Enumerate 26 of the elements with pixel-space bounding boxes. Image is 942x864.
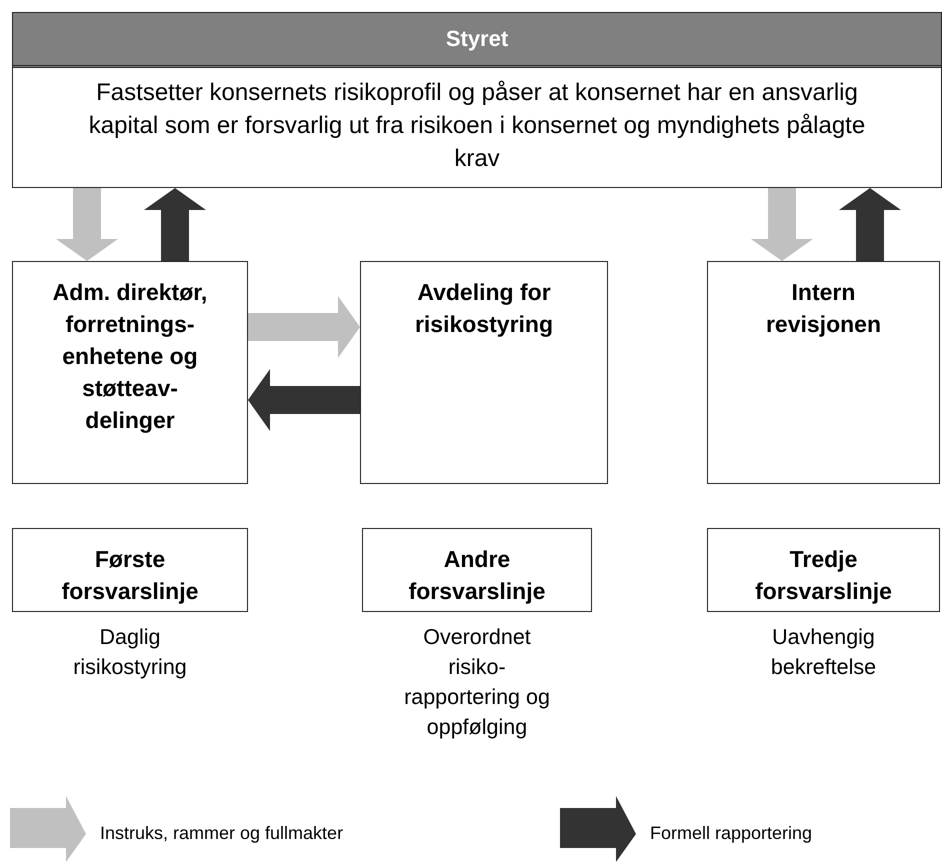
- box-title: Første forsvarslinje: [60, 545, 200, 606]
- box-caption: Daglig risikostyring: [72, 624, 188, 681]
- legend-label: Formell rapportering: [650, 822, 812, 844]
- box-title: Intern revisjonen: [764, 278, 882, 339]
- process-box: [707, 261, 940, 484]
- box-text: Fastsetter konsernets risikoprofil og påser at konsernet har en ansvarlig kapital som er forsvarlig ut fra risikoen i konsernet og myndighets pålagte krav: [88, 78, 866, 174]
- box-title: Tredje forsvarslinje: [754, 545, 893, 606]
- legend-label: Instruks, rammer og fullmakter: [100, 822, 344, 844]
- process-box: [12, 528, 248, 612]
- process-box: [12, 261, 248, 484]
- block-arrow: [248, 296, 360, 358]
- box-heading: Styret: [13, 13, 941, 68]
- box-caption: Uavhengig bekreftelse: [770, 624, 878, 681]
- block-arrow: [144, 188, 206, 261]
- block-arrow: [56, 188, 118, 261]
- block-arrow: [751, 188, 813, 261]
- box-caption: Overordnet risiko-rapportering og oppfølging: [403, 624, 551, 741]
- process-box: [362, 528, 592, 612]
- process-box: [707, 528, 940, 612]
- process-box: [360, 261, 608, 484]
- box-title: Andre forsvarslinje: [408, 545, 546, 606]
- box-title: Avdeling for risikostyring: [414, 278, 554, 339]
- board-box: [12, 12, 942, 188]
- box-title: Adm. direktør, forretnings-enhetene og støtteav-delinger: [52, 278, 208, 435]
- block-arrow: [248, 369, 360, 431]
- block-arrow: [839, 188, 901, 261]
